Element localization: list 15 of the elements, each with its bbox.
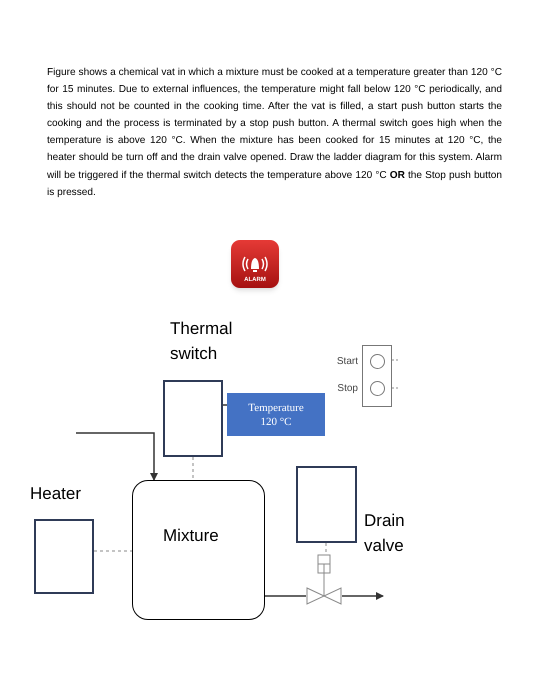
problem-text: Figure shows a chemical vat in which a mixture must be cooked at a temperature greater than 120 °C for 15 minutes. Due to external influences, the temperature might fall below 120 °C periodically, and this should not be counted in the cooking time. After the vat is filled, a start push button starts the cooking and the process is terminated by a stop push button. A thermal switch goes high when the temperature is above 120 °C. When the mixture has been cooked for 15 minutes at 120 °C, the heater should be turn off and the drain valve opened. Draw the ladder diagram for this system. Alarm will be triggered if the thermal switch detects the temperature above 120 °C OR the Stop push button is pressed. xyxy=(47,66,502,200)
control-valve-symbol xyxy=(306,552,342,606)
button-label: Start xyxy=(336,355,358,369)
thermal-switch-label: Thermal switch xyxy=(170,318,234,365)
heater-label: Heater xyxy=(30,482,82,504)
vat-tank: Mixture xyxy=(132,480,265,620)
dashed-link xyxy=(94,550,132,552)
temperature-box: Temperature 120 °C xyxy=(227,393,325,436)
drain-valve-label: Drain valve xyxy=(364,510,406,557)
button-label: Stop xyxy=(337,382,358,396)
pipe-line xyxy=(223,404,227,406)
pipe-line xyxy=(342,592,384,600)
pipe-line xyxy=(265,595,306,597)
dashed-link xyxy=(192,456,194,480)
pipe-line xyxy=(76,432,158,481)
